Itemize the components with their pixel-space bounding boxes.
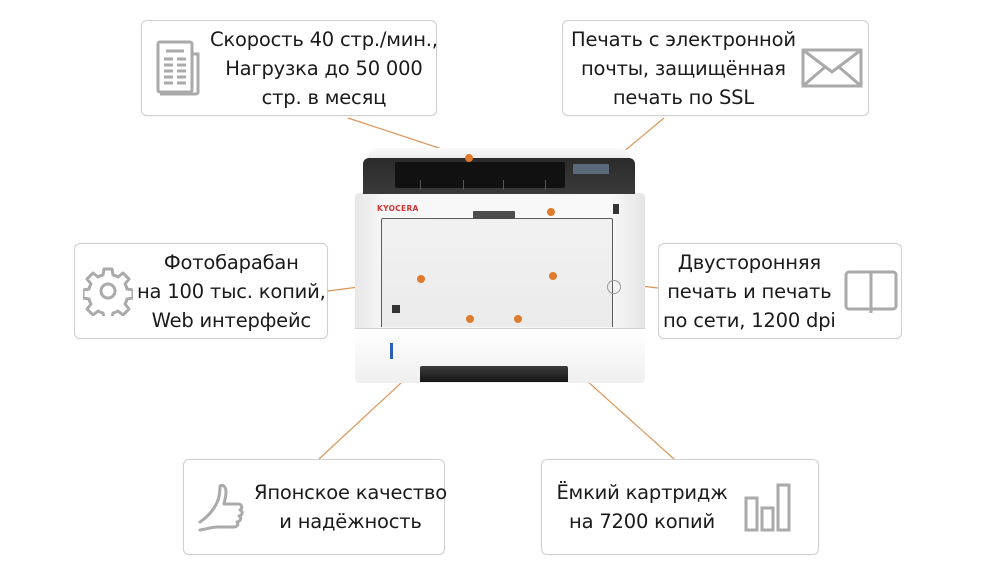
gear-icon xyxy=(75,266,137,316)
callout-line: по сети, 1200 dpi xyxy=(663,308,836,332)
callout-line: на 100 тыс. копий, xyxy=(137,279,326,303)
callout-line: Фотобарабан xyxy=(163,250,299,274)
callout-text: Ёмкий картридж на 7200 копий xyxy=(542,478,728,536)
nfc-icon xyxy=(392,305,400,313)
tray-guide xyxy=(545,180,546,190)
callout-line: печать по SSL xyxy=(612,85,754,109)
callout-drum: Фотобарабан на 100 тыс. копий, Web интер… xyxy=(74,243,328,339)
document-icon xyxy=(142,40,210,96)
callout-line: Двусторонняя xyxy=(677,250,821,274)
tray-guide xyxy=(420,180,421,190)
callout-line: на 7200 копий xyxy=(569,510,715,533)
front-cover-handle xyxy=(473,211,515,219)
printer-image: KYOCERA xyxy=(355,148,645,388)
printer-front-cover xyxy=(381,218,613,327)
paper-level-gauge xyxy=(390,343,393,359)
tray-guide xyxy=(463,180,464,190)
thumbs-up-icon xyxy=(184,480,254,534)
open-book-icon xyxy=(836,266,912,316)
callout-email: Печать с электронной почты, защищённая п… xyxy=(562,20,869,116)
callout-line: Web интерфейс xyxy=(151,308,312,332)
tray-guide xyxy=(503,180,504,190)
bar-chart-icon xyxy=(728,482,818,532)
callout-text: Двусторонняя печать и печать по сети, 12… xyxy=(659,248,836,335)
callout-line: Печать с электронной xyxy=(571,27,796,51)
cassette-handle-slot xyxy=(420,366,568,382)
callout-quality: Японское качество и надёжность xyxy=(183,459,447,555)
callout-line: Ёмкий картридж xyxy=(556,481,728,504)
callout-text: Японское качество и надёжность xyxy=(254,478,457,536)
callout-speed: Скорость 40 стр./мин., Нагрузка до 50 00… xyxy=(141,20,438,116)
envelope-icon xyxy=(796,48,876,88)
callout-duplex: Двусторонняя печать и печать по сети, 12… xyxy=(658,243,902,339)
callout-line: печать и печать xyxy=(667,279,832,303)
brand-logo: KYOCERA xyxy=(377,204,419,213)
callout-text: Печать с электронной почты, защищённая п… xyxy=(563,25,796,112)
usb-port xyxy=(613,204,619,214)
callout-line: и надёжность xyxy=(279,510,422,533)
callout-line: Нагрузка до 50 000 xyxy=(225,56,423,80)
callout-line: Скорость 40 стр./мин., xyxy=(210,27,438,51)
callout-text: Фотобарабан на 100 тыс. копий, Web интер… xyxy=(137,248,332,335)
callout-cartridge: Ёмкий картридж на 7200 копий xyxy=(541,459,819,555)
printer-output-tray xyxy=(395,162,565,188)
callout-line: Японское качество xyxy=(254,481,447,504)
callout-line: стр. в месяц xyxy=(261,85,387,109)
callout-text: Скорость 40 стр./мин., Нагрузка до 50 00… xyxy=(210,25,448,112)
callout-line: почты, защищённая xyxy=(580,56,786,80)
printer-control-panel xyxy=(573,164,609,174)
power-button-icon xyxy=(607,280,621,294)
